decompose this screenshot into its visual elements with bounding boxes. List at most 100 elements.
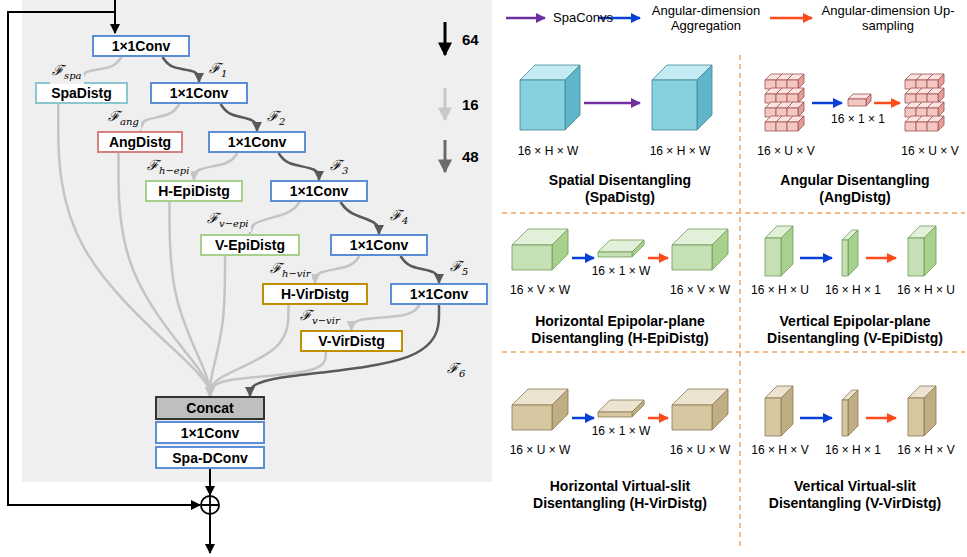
epipolar-box: H-EpiDistg — [145, 180, 243, 202]
connector-arrow — [250, 202, 299, 234]
tensor-block — [908, 386, 936, 436]
operation-arrow — [800, 257, 832, 260]
operation-arrow — [584, 102, 640, 105]
channel-count: 64 — [462, 31, 479, 48]
tensor-block — [842, 390, 858, 436]
connector-arrow — [279, 153, 319, 180]
operation-arrow — [812, 102, 842, 105]
conv-box: 1×1Conv — [330, 234, 428, 256]
feature-label: ℱspa — [50, 62, 84, 84]
tensor-block — [652, 65, 712, 130]
connector-arrow — [194, 153, 237, 180]
dimension-label: 16 × U × V — [757, 144, 814, 158]
tensor-block — [598, 400, 644, 417]
tensor-block — [927, 88, 944, 103]
tensor-block — [598, 240, 644, 257]
tensor-block — [848, 94, 871, 106]
node-text: V-EpiDistg — [215, 237, 285, 253]
input-line — [114, 0, 116, 33]
connector-arrow — [82, 57, 122, 82]
operation-arrow — [648, 417, 668, 420]
node-text: H-EpiDistg — [158, 183, 230, 199]
dimension-label: 16 × H × W — [518, 144, 579, 158]
tensor-block — [787, 74, 804, 89]
feature-label: ℱ2 — [265, 108, 287, 130]
feature-label: ℱv−epi — [205, 210, 251, 232]
node-text: 1×1Conv — [290, 183, 349, 199]
virtual-slit-box: V-VirDistg — [300, 330, 403, 352]
angular-box: AngDistg — [97, 131, 183, 153]
feature-label: ℱ1 — [207, 60, 229, 82]
node-text: H-VirDistg — [281, 286, 349, 302]
tensor-block — [787, 102, 804, 117]
dimension-label: 16 × 1 × W — [592, 424, 651, 438]
connector-arrow — [315, 256, 359, 283]
feature-label: ℱ5 — [448, 258, 470, 280]
connector-arrow — [58, 104, 210, 396]
connector-arrow — [170, 202, 211, 396]
connector-arrow — [341, 202, 379, 234]
dimension-label: 16 × H × V — [751, 443, 808, 457]
dimension-label: 16 × U × W — [670, 443, 731, 457]
panel-caption: Spatial Disentangling (SpaDistg) — [513, 172, 728, 206]
legend-arrow — [506, 17, 545, 20]
conv-box: 1×1Conv — [155, 421, 265, 444]
tensor-block — [512, 389, 568, 430]
panel-caption: Angular Disentangling (AngDistg) — [750, 172, 960, 206]
virtual-slit-box: H-VirDistg — [262, 283, 368, 305]
operation-arrow — [874, 102, 900, 105]
feature-label: ℱh−vir — [268, 260, 312, 282]
tensor-block — [908, 226, 936, 276]
dimension-label: 16 × V × W — [670, 283, 730, 297]
panel-caption: Horizontal Epipolar-plane Disentangling … — [513, 313, 728, 347]
node-text: 1×1Conv — [350, 237, 409, 253]
connector-arrow — [210, 256, 225, 396]
dimension-label: 16 × H × W — [650, 144, 711, 158]
feature-label: ℱv−vir — [298, 307, 342, 329]
sum-symbol-cross — [201, 496, 219, 514]
tensor-block — [927, 102, 944, 117]
tensor-block — [842, 230, 858, 276]
dimension-label: 16 × H × U — [897, 283, 955, 297]
node-text: V-VirDistg — [318, 333, 385, 349]
conv-box: 1×1Conv — [270, 180, 368, 202]
dimension-label: 16 × V × W — [510, 283, 570, 297]
conv-box: 1×1Conv — [208, 131, 306, 153]
output-line — [209, 469, 211, 495]
tensor-block — [672, 229, 728, 270]
channel-arrow — [444, 140, 447, 172]
connector-arrow — [163, 57, 199, 82]
concat-box: Concat — [155, 396, 265, 420]
node-text: 1×1Conv — [228, 134, 287, 150]
operation-arrow — [866, 417, 896, 420]
node-text: Spa-DConv — [172, 450, 247, 466]
connector-arrow — [250, 305, 439, 396]
dimension-label: 16 × 1 × 1 — [831, 112, 885, 126]
feature-label: ℱ3 — [328, 157, 350, 179]
illustrations — [512, 65, 944, 436]
tensor-block — [512, 229, 568, 270]
dimension-label: 16 × 1 × W — [592, 264, 651, 278]
dimension-label: 16 × U × V — [901, 144, 958, 158]
conv-box: 1×1Conv — [390, 283, 488, 305]
connector-arrow — [401, 256, 439, 283]
dimension-label: 16 × H × 1 — [825, 283, 881, 297]
dimension-label: 16 × H × U — [751, 283, 809, 297]
legend-text: Angular-dimension Aggregation — [645, 3, 767, 33]
tensor-block — [927, 74, 944, 89]
node-text: 1×1Conv — [181, 425, 240, 441]
channel-arrow — [444, 22, 447, 55]
tensor-block — [520, 65, 580, 130]
dimension-label: 16 × H × 1 — [825, 443, 881, 457]
node-text: AngDistg — [109, 134, 171, 150]
channel-arrow — [444, 88, 447, 120]
connector-arrow — [352, 305, 420, 330]
legend-arrow — [770, 17, 812, 20]
conv-box: 1×1Conv — [92, 35, 190, 57]
node-text: 1×1Conv — [410, 286, 469, 302]
conv-box: 1×1Conv — [150, 82, 248, 104]
operation-arrow — [866, 257, 896, 260]
